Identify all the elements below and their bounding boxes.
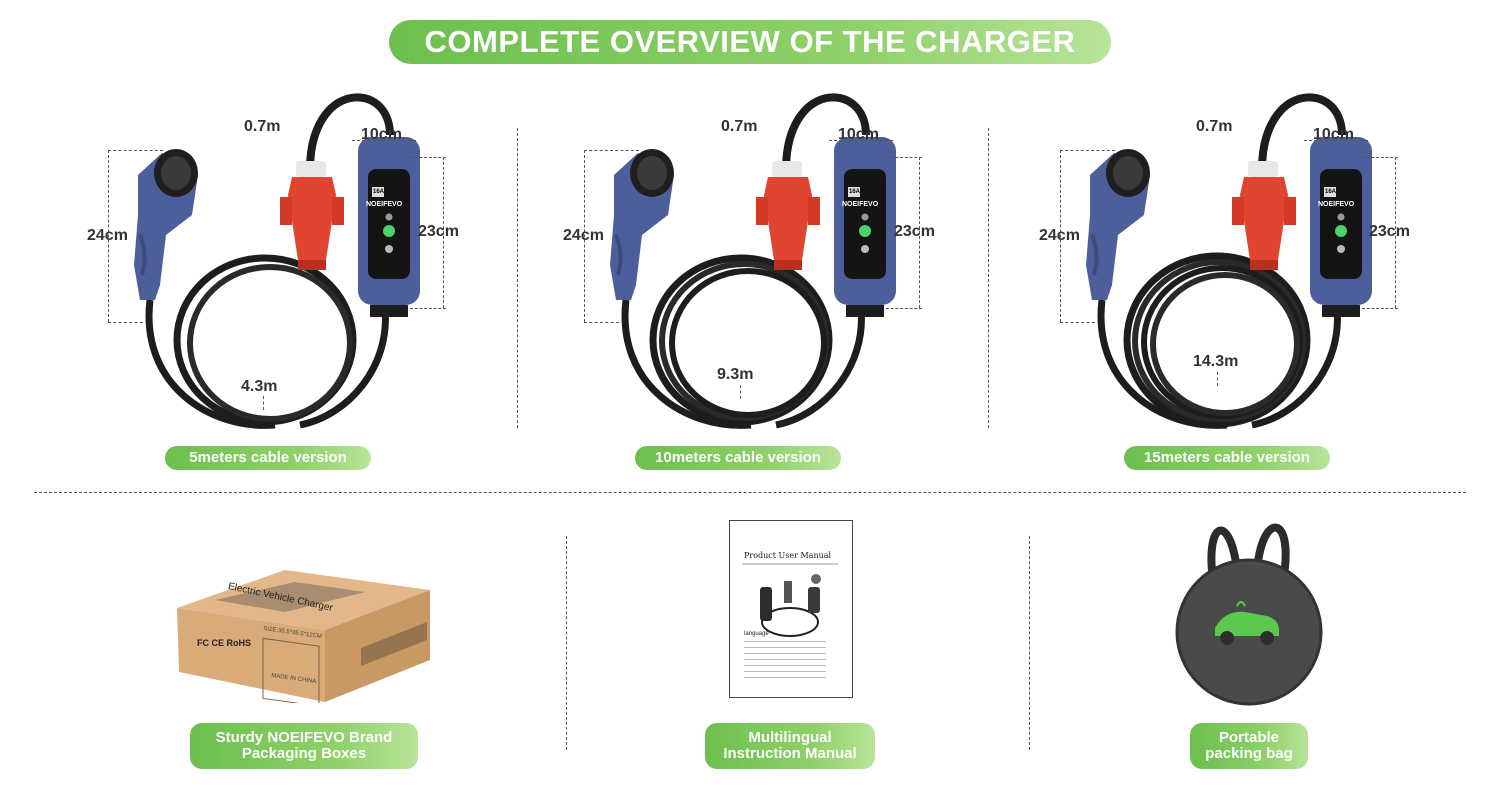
manual-charger-illustration [760,574,821,637]
divider [566,536,567,750]
packaging-box-illustration [177,570,430,707]
accessory-label: Sturdy NOEIFEVO Brand [215,728,393,746]
packaging-box-image: Electric Vehicle Charger FC CE RoHS SIZE… [175,568,433,707]
charger-illustration [134,93,420,429]
plug-length-label: 24cm [1039,227,1080,244]
charger-15m: NOEIFEVO 16A [1052,85,1382,445]
divider [517,128,518,428]
lead-length-label: 0.7m [721,118,758,135]
divider [1029,536,1030,750]
dim-line [886,157,922,158]
cable-length-label: 9.3m [717,366,754,383]
lead-length-label: 0.7m [1196,118,1233,135]
manual-title: Product User Manual [744,551,832,560]
accessory-label: Multilingual [748,728,832,746]
manual-subtitle-line [742,563,838,565]
dim-line [886,308,922,309]
version-badge-5m: 5meters cable version [165,446,371,470]
current-label: 16A [1325,189,1337,195]
accessory-badge-box: Sturdy NOEIFEVO Brand Packaging Boxes [190,723,418,769]
dim-line [108,150,109,322]
plug-length-label: 24cm [87,227,128,244]
brand-label: NOEIFEVO [842,201,879,208]
section-divider [34,492,1466,493]
dim-line [584,322,619,323]
cable-length-label: 14.3m [1193,353,1239,370]
charger-illustration [1086,93,1372,429]
dim-line [1060,322,1095,323]
box-width-label: 10cm [838,126,879,143]
box-height-label: 23cm [1369,223,1410,240]
accessory-label: Portable [1218,728,1279,746]
dim-line [740,385,741,399]
brand-label: NOEIFEVO [1318,201,1355,208]
current-label: 16A [849,189,861,195]
dim-line [1217,372,1218,386]
manual-section: language [744,631,769,637]
charger-illustration [610,93,896,429]
dim-line [919,157,920,308]
page-title: COMPLETE OVERVIEW OF THE CHARGER [389,20,1111,64]
dim-line [1060,150,1115,151]
box-height-label: 23cm [894,223,935,240]
packing-bag-illustration [1175,523,1323,706]
box-width-label: 10cm [361,126,402,143]
box-height-label: 23cm [418,223,459,240]
dim-line [352,140,416,141]
accessory-badge-manual: Multilingual Instruction Manual [705,723,875,769]
dim-line [263,396,264,410]
dim-line [410,157,446,158]
dim-line [1362,157,1398,158]
accessory-label: Instruction Manual [723,745,857,762]
dim-line [443,157,444,308]
version-badge-15m: 15meters cable version [1124,446,1330,470]
dim-line [1304,140,1368,141]
dim-line [1395,157,1396,308]
version-badge-10m: 10meters cable version [635,446,841,470]
accessory-label: Packaging Boxes [241,745,367,762]
dim-line [410,308,446,309]
accessory-badge-bag: Portable packing bag [1190,723,1308,769]
packing-bag-image [1175,510,1325,706]
divider [988,128,989,428]
charger-10m: NOEIFEVO 16A [576,85,906,445]
instruction-manual-image: Product User Manual language [729,520,853,698]
plug-length-label: 24cm [563,227,604,244]
lead-length-label: 0.7m [244,118,281,135]
brand-label: NOEIFEVO [366,201,403,208]
cable-length-label: 4.3m [241,378,278,395]
box-certs: FC CE RoHS [197,638,251,648]
dim-line [108,150,163,151]
manual-language-table [744,641,826,681]
box-width-label: 10cm [1313,126,1354,143]
dim-line [829,140,893,141]
dim-line [584,150,585,322]
dim-line [1060,150,1061,322]
dim-line [584,150,639,151]
current-label: 16A [373,189,385,195]
accessory-label: packing bag [1205,745,1293,762]
dim-line [1362,308,1398,309]
dim-line [108,322,143,323]
charger-5m: NOEIFEVO 16A [100,85,430,445]
